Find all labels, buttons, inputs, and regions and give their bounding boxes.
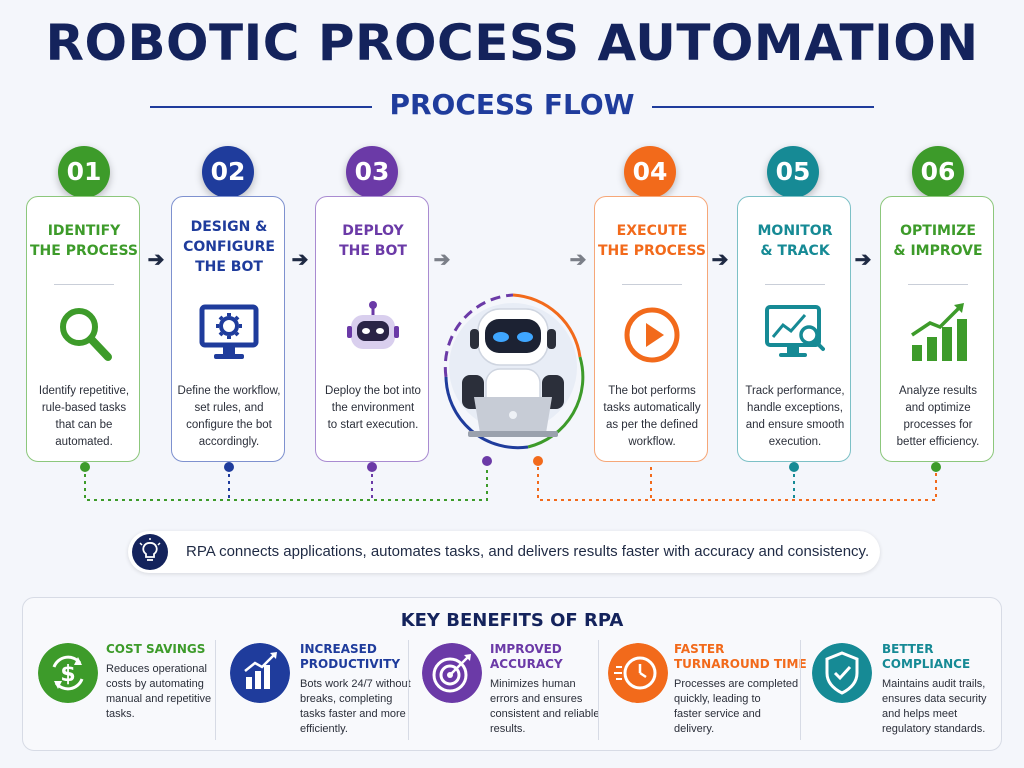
dollar-cycle-icon: $ [38,643,98,703]
step-number-badge: 04 [624,146,676,198]
flow-arrow-icon: ➔ [711,249,729,271]
clock-icon [608,643,668,703]
benefit-divider [800,640,801,740]
card-divider [54,284,114,285]
title-divider-right [652,106,874,108]
info-text: RPA connects applications, automates tas… [186,543,870,560]
benefit-divider [215,640,216,740]
flow-arrow-icon: ➔ [147,249,165,271]
connector-lines [80,456,941,501]
flow-arrow-icon: ➔ [291,249,309,271]
page-title: ROBOTIC PROCESS AUTOMATION [45,14,979,72]
play-icon [624,307,680,363]
robot-laptop-icon [443,293,585,450]
title-divider-left [150,106,372,108]
bar-chart-icon [230,643,290,703]
step-number-badge: 01 [58,146,110,198]
monitor-chart-icon [765,305,825,357]
shield-check-icon [812,643,872,703]
flow-arrow-icon: ➔ [433,249,451,271]
growth-chart-icon [911,303,967,361]
target-icon [422,643,482,703]
info-bar: RPA connects applications, automates tas… [128,531,880,573]
step-number-badge: 03 [346,146,398,198]
magnifier-icon [60,308,112,361]
benefit-divider [598,640,599,740]
step-description: Track performance,handle exceptions,and … [745,385,845,448]
monitor-gear-icon [199,304,259,359]
benefit-title: COST SAVINGS [106,642,206,656]
flow-arrow-icon: ➔ [854,249,872,271]
page-subtitle: PROCESS FLOW [389,88,635,121]
card-divider [622,284,682,285]
step-number-badge: 02 [202,146,254,198]
step-title: MONITOR& TRACK [757,223,833,259]
svg-text:$: $ [60,662,75,687]
robot-head-icon [347,301,399,349]
benefit-description: Maintains audit trails,ensures data secu… [882,678,987,735]
card-divider [908,284,968,285]
benefit-divider [408,640,409,740]
step-number-badge: 05 [767,146,819,198]
card-divider [765,284,825,285]
step-title: OPTIMIZE& IMPROVE [893,223,983,259]
flow-arrow-icon: ➔ [569,249,587,271]
step-card-monitor: MONITOR& TRACK Track performance,handle … [737,196,851,462]
benefits-title: KEY BENEFITS OF RPA [400,610,624,631]
step-number-badge: 06 [912,146,964,198]
lightbulb-icon [132,534,168,570]
